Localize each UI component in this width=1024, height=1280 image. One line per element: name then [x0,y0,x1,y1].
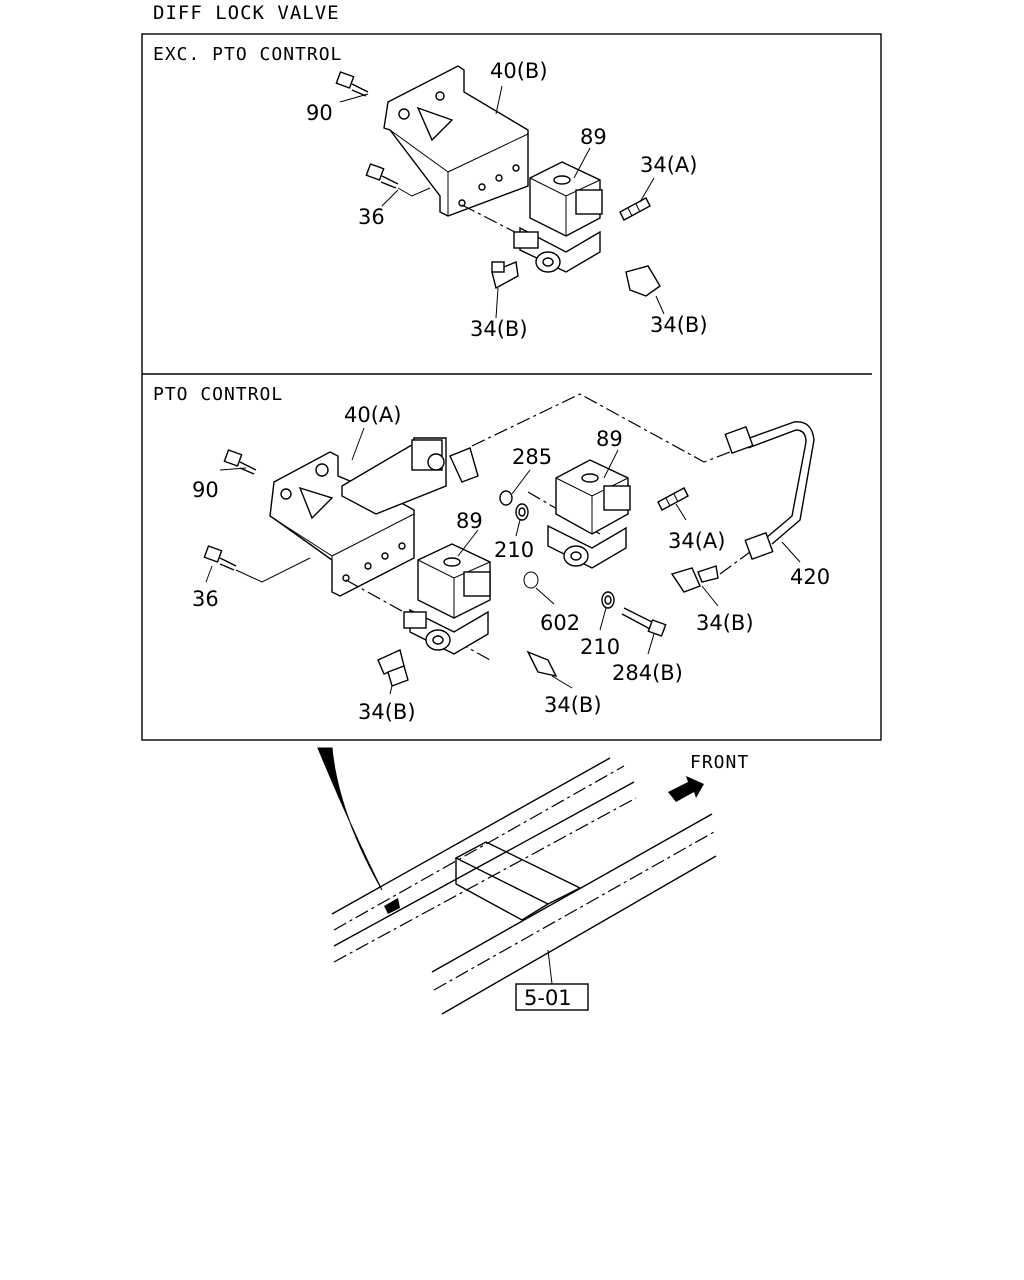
pipe-420 [724,421,815,561]
fitting-34b-top-left [491,261,519,290]
top-assembly [335,65,661,297]
fitting-34b-bottom-mid [670,565,719,593]
callout-pointer [317,747,383,891]
label-602: 602 [540,611,580,635]
label-285: 285 [512,445,552,469]
location-marker-icon [384,898,400,914]
diagram-frame [141,33,882,741]
bolt-90-top [335,71,369,97]
label-90-top: 90 [306,101,333,125]
nut-285 [499,490,513,506]
label-210-upper: 210 [494,538,534,562]
label-89-bottom-lower: 89 [456,509,483,533]
bolt-284b [621,607,667,637]
label-420: 420 [790,565,830,589]
label-34b-bottom-mid: 34(B) [696,611,754,635]
label-34a-bottom: 34(A) [668,529,725,553]
solenoid-valve-89-bottom-lower [403,543,491,655]
front-label: FRONT [690,752,749,773]
ref-box-label: 5-01 [524,986,572,1010]
panel-heading-pto: PTO CONTROL [153,384,283,405]
label-90-bottom: 90 [192,478,219,502]
bolt-90-bottom [223,449,257,475]
label-34b-bottom-lower-left: 34(B) [358,700,416,724]
fitting-34b-bottom-lower-mid [526,650,558,678]
solenoid-valve-89-bottom-upper [547,459,631,569]
bolt-36-bottom [203,545,237,571]
page-title: DIFF LOCK VALVE [153,2,340,24]
label-36-bottom: 36 [192,587,219,611]
bottom-assembly [203,393,815,687]
fitting-34a-bottom [657,487,689,511]
label-89-top: 89 [580,125,607,149]
label-210-lower: 210 [580,635,620,659]
label-89-bottom-upper: 89 [596,427,623,451]
label-34b-top-left: 34(B) [470,317,528,341]
oring-602 [523,571,539,589]
label-284b: 284(B) [612,661,683,685]
solenoid-valve-89-top [513,161,603,273]
bolt-36-top [365,163,399,189]
chassis-frame [331,757,717,1015]
front-arrow-icon [668,776,704,802]
fitting-34b-top-right [625,265,661,297]
label-36-top: 36 [358,205,385,229]
fitting-34b-bottom-lower-left [377,649,409,687]
arm-fitting [449,447,479,483]
label-34b-top-right: 34(B) [650,313,708,337]
bracket-40b [383,65,529,217]
label-34a-top: 34(A) [640,153,697,177]
label-40a: 40(A) [344,403,401,427]
ref-box [515,983,589,1011]
fitting-34a-top [619,197,651,221]
panel-heading-exc-pto: EXC. PTO CONTROL [153,44,342,65]
label-40b: 40(B) [490,59,548,83]
label-34b-bottom-lower-mid: 34(B) [544,693,602,717]
